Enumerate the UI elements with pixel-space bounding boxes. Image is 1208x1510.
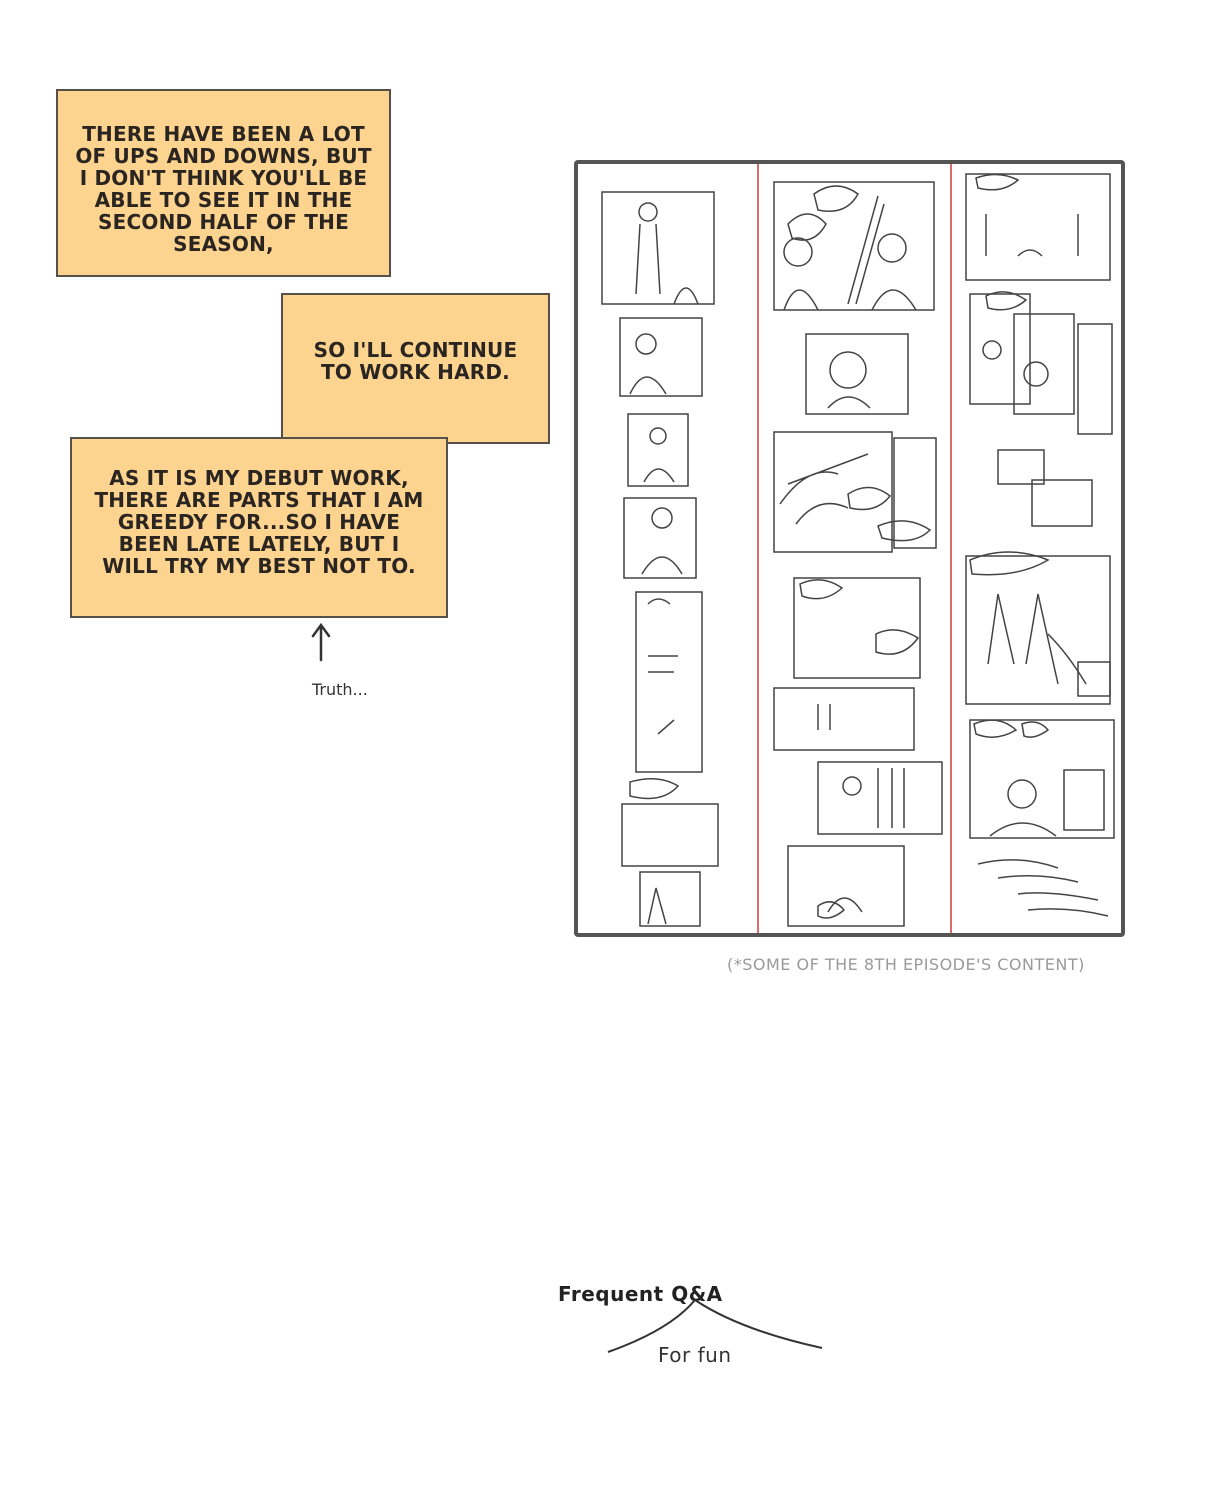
storyboard-sketch xyxy=(574,160,1125,937)
caption-box-1: There have been a lot of ups and downs, … xyxy=(56,89,391,277)
faq-title: Frequent Q&A xyxy=(558,1282,723,1306)
caption-text-3: As it is my debut work, there are parts … xyxy=(94,466,424,578)
storyboard-caption: (*some of the 8th episode's content) xyxy=(727,955,1085,974)
caption-box-2: So I'll continue to work hard. xyxy=(281,293,550,444)
faq-curve-decoration xyxy=(607,1298,823,1353)
storyboard-drawing xyxy=(601,164,1115,933)
caption-text-2: So I'll continue to work hard. xyxy=(313,338,518,384)
faq-subtitle: For fun xyxy=(658,1343,732,1367)
caption-box-3: As it is my debut work, there are parts … xyxy=(70,437,448,618)
up-arrow-icon xyxy=(311,622,331,662)
truth-note: Truth... xyxy=(312,680,368,699)
caption-text-1: There have been a lot of ups and downs, … xyxy=(75,122,372,256)
